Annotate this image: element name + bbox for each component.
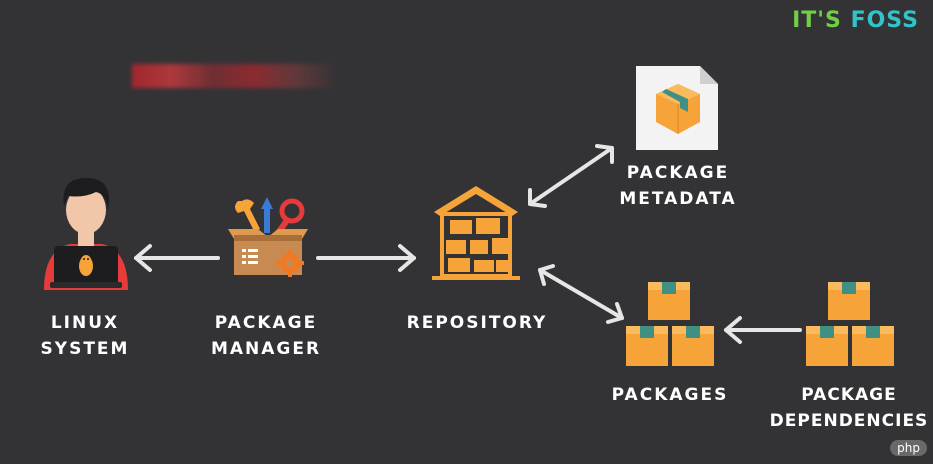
package-metadata-line-1: PACKAGE — [626, 163, 730, 183]
arrow-manager-to-linux — [134, 244, 220, 272]
brand-part-1: IT'S — [792, 8, 842, 33]
package-dependencies-line-1: PACKAGE — [801, 385, 897, 405]
package-metadata-line-2: METADATA — [619, 189, 737, 209]
document-icon — [636, 66, 718, 150]
arrow-repository-metadata — [528, 144, 614, 208]
repository-label: REPOSITORY — [400, 310, 554, 336]
repository-line-1: REPOSITORY — [406, 313, 548, 333]
arrow-dependencies-to-packages — [724, 316, 802, 344]
warehouse-icon — [432, 186, 520, 280]
package-dependencies-line-2: DEPENDENCIES — [769, 411, 929, 431]
toolbox-icon — [228, 197, 308, 277]
redacted-header — [132, 64, 334, 88]
linux-system-line-1: LINUX — [50, 313, 120, 333]
linux-system-label: LINUX SYSTEM — [30, 310, 140, 362]
arrow-manager-to-repository — [316, 244, 416, 272]
packages-label: PACKAGES — [604, 382, 736, 408]
boxes-icon — [626, 282, 714, 366]
packages-line-1: PACKAGES — [611, 385, 729, 405]
watermark: php — [890, 440, 927, 456]
linux-system-line-2: SYSTEM — [40, 339, 130, 359]
package-manager-label: PACKAGE MANAGER — [204, 310, 328, 362]
package-manager-line-1: PACKAGE — [214, 313, 318, 333]
brand-part-2: FOSS — [850, 8, 919, 33]
user-with-laptop-icon — [44, 178, 128, 290]
arrow-repository-packages — [538, 264, 624, 324]
brand-logo: IT'S FOSS — [792, 8, 919, 33]
package-dependencies-label: PACKAGE DEPENDENCIES — [766, 382, 932, 434]
package-manager-line-2: MANAGER — [210, 339, 322, 359]
boxes-icon — [806, 282, 894, 366]
package-metadata-label: PACKAGE METADATA — [610, 160, 746, 212]
